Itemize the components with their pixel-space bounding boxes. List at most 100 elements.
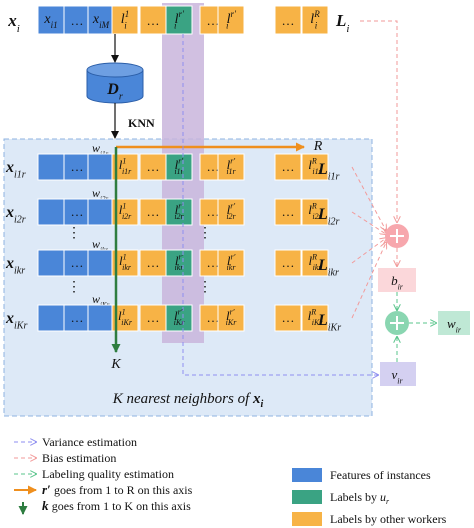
neighbor-cell <box>274 249 302 277</box>
vdots: ⋮ <box>198 226 212 241</box>
weight-box <box>438 311 470 335</box>
neighbor-cell-text: lr′i2r <box>174 202 184 222</box>
neighbor-cell <box>37 304 65 332</box>
top-cell <box>111 5 139 35</box>
neighbor-cell-ellipsis: … <box>71 310 84 325</box>
weight-label: wir <box>447 316 462 335</box>
neighbor-cell <box>87 153 115 181</box>
top-row-label: xi <box>7 11 20 35</box>
neighbor-cell-ellipsis: … <box>207 255 220 270</box>
neighbor-right-label: Li1r <box>317 161 340 183</box>
neighbor-right-label: LiKr <box>317 312 341 334</box>
neighbor-cell-text: lr′i2r <box>226 202 236 222</box>
neighbor-right-label: Li2r <box>317 206 340 228</box>
neighbor-cell <box>165 304 193 332</box>
neighbor-cell-ellipsis: … <box>207 310 220 325</box>
neighbor-cell <box>217 249 245 277</box>
neighbor-cell <box>63 304 91 332</box>
neighbor-cell-ellipsis: … <box>147 204 160 219</box>
neighbor-cell-text: lr′ikr <box>227 253 237 273</box>
neighbor-cell <box>37 198 65 226</box>
top-cell <box>274 5 302 35</box>
bias-path-top <box>360 20 397 222</box>
neighbor-cell <box>87 249 115 277</box>
neighbor-cell <box>139 198 167 226</box>
top-cell-text: xi1 <box>43 12 57 30</box>
neighbor-cell <box>37 249 65 277</box>
neighbor-row-label: xi1r <box>5 159 26 181</box>
neighbor-cell <box>37 153 65 181</box>
neighbor-cell <box>274 153 302 181</box>
neighbor-cell-text: lr′ikr <box>175 253 185 273</box>
axes: RKK nearest neighbors of xi <box>110 139 322 410</box>
neighbor-cell-ellipsis: … <box>147 255 160 270</box>
legend-color-box <box>292 490 322 504</box>
vdots: ⋮ <box>198 280 212 295</box>
neighbors-box-caption: K nearest neighbors of xi <box>112 391 264 410</box>
neighbor-cell-ellipsis: … <box>147 310 160 325</box>
vdots: ⋮ <box>67 280 81 295</box>
neighbor-cell <box>217 198 245 226</box>
neighbor-cell <box>217 304 245 332</box>
legend-text: Bias estimation <box>42 451 116 465</box>
top-cell <box>217 5 245 35</box>
top-cell-text: lr′i <box>226 9 237 30</box>
bias-label: bir <box>391 273 404 292</box>
legend-box-text: Labels by other workers <box>330 512 447 526</box>
variance-path <box>182 34 378 375</box>
neighbor-cell <box>165 249 193 277</box>
neighbor-cell <box>139 304 167 332</box>
estimation-flow: bir wir vir <box>182 20 470 386</box>
top-cell-ellipsis: … <box>282 13 295 28</box>
neighbor-cell-ellipsis: … <box>71 255 84 270</box>
legend-box-text: Features of instances <box>330 468 431 482</box>
neighbor-cell-text: lr′iKr <box>174 308 186 328</box>
bias-path <box>351 238 386 264</box>
neighbor-cell-text: lr′i1r <box>226 157 236 177</box>
top-cell <box>301 5 329 35</box>
top-cell <box>37 5 65 35</box>
neighbor-rows: xi1rwi1r…l1i1r…lr′i1r…lr′i1r…lRi1rLi1rxi… <box>5 141 341 334</box>
neighbor-row-label: xikr <box>5 255 25 277</box>
top-cell-text: xiM <box>92 12 110 30</box>
neighbor-cell <box>139 249 167 277</box>
neighbor-cell-ellipsis: … <box>207 159 220 174</box>
neighbor-cell <box>274 304 302 332</box>
r-axis-label: R <box>313 139 323 154</box>
neighbor-cell <box>165 198 193 226</box>
top-right-label: Li <box>335 11 349 35</box>
neighbor-row-label: xi2r <box>5 204 26 226</box>
neighbor-cell <box>301 249 329 277</box>
variance-label: vir <box>391 367 403 386</box>
top-cell <box>63 5 91 35</box>
legend-box-text: Labels by ur <box>330 490 390 506</box>
neighbor-cell <box>301 304 329 332</box>
neighbor-cell <box>87 198 115 226</box>
neighbor-cell-ellipsis: … <box>282 255 295 270</box>
neighbor-cell-ellipsis: … <box>147 159 160 174</box>
database-label: Dr <box>106 81 123 103</box>
top-cell <box>165 5 193 35</box>
neighbor-cell-ellipsis: … <box>207 204 220 219</box>
neighbor-cell-ellipsis: … <box>71 159 84 174</box>
neighbor-right-label: Likr <box>317 257 339 279</box>
neighbor-cell <box>87 304 115 332</box>
neighbor-cell <box>165 153 193 181</box>
bias-path <box>351 166 386 230</box>
legend-text: r′ goes from 1 to R on this axis <box>42 482 193 497</box>
vdots: ⋮ <box>67 226 81 241</box>
top-cell-ellipsis: … <box>147 13 160 28</box>
legend-color-box <box>292 512 322 526</box>
